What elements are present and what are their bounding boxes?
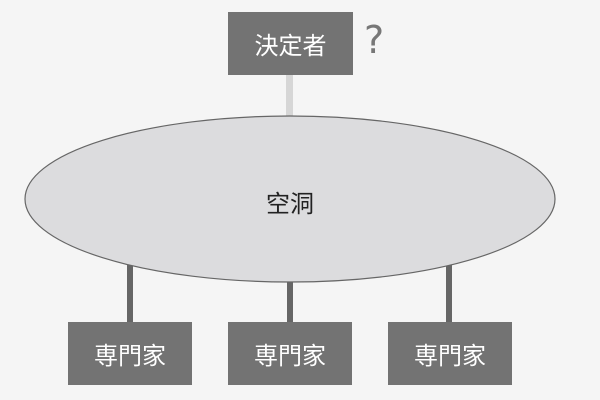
bottom-connector-left [127,262,133,324]
question-mark: ? [364,18,385,62]
expert-box-center: 専門家 [228,322,352,385]
decision-maker-box: 決定者 [228,12,353,75]
bottom-connector-center [287,270,293,324]
top-connector [286,74,293,118]
expert-box-left: 専門家 [68,322,192,385]
bottom-connector-right [446,262,452,324]
hollow-label: 空洞 [266,190,314,218]
expert-box-right: 専門家 [388,322,512,385]
